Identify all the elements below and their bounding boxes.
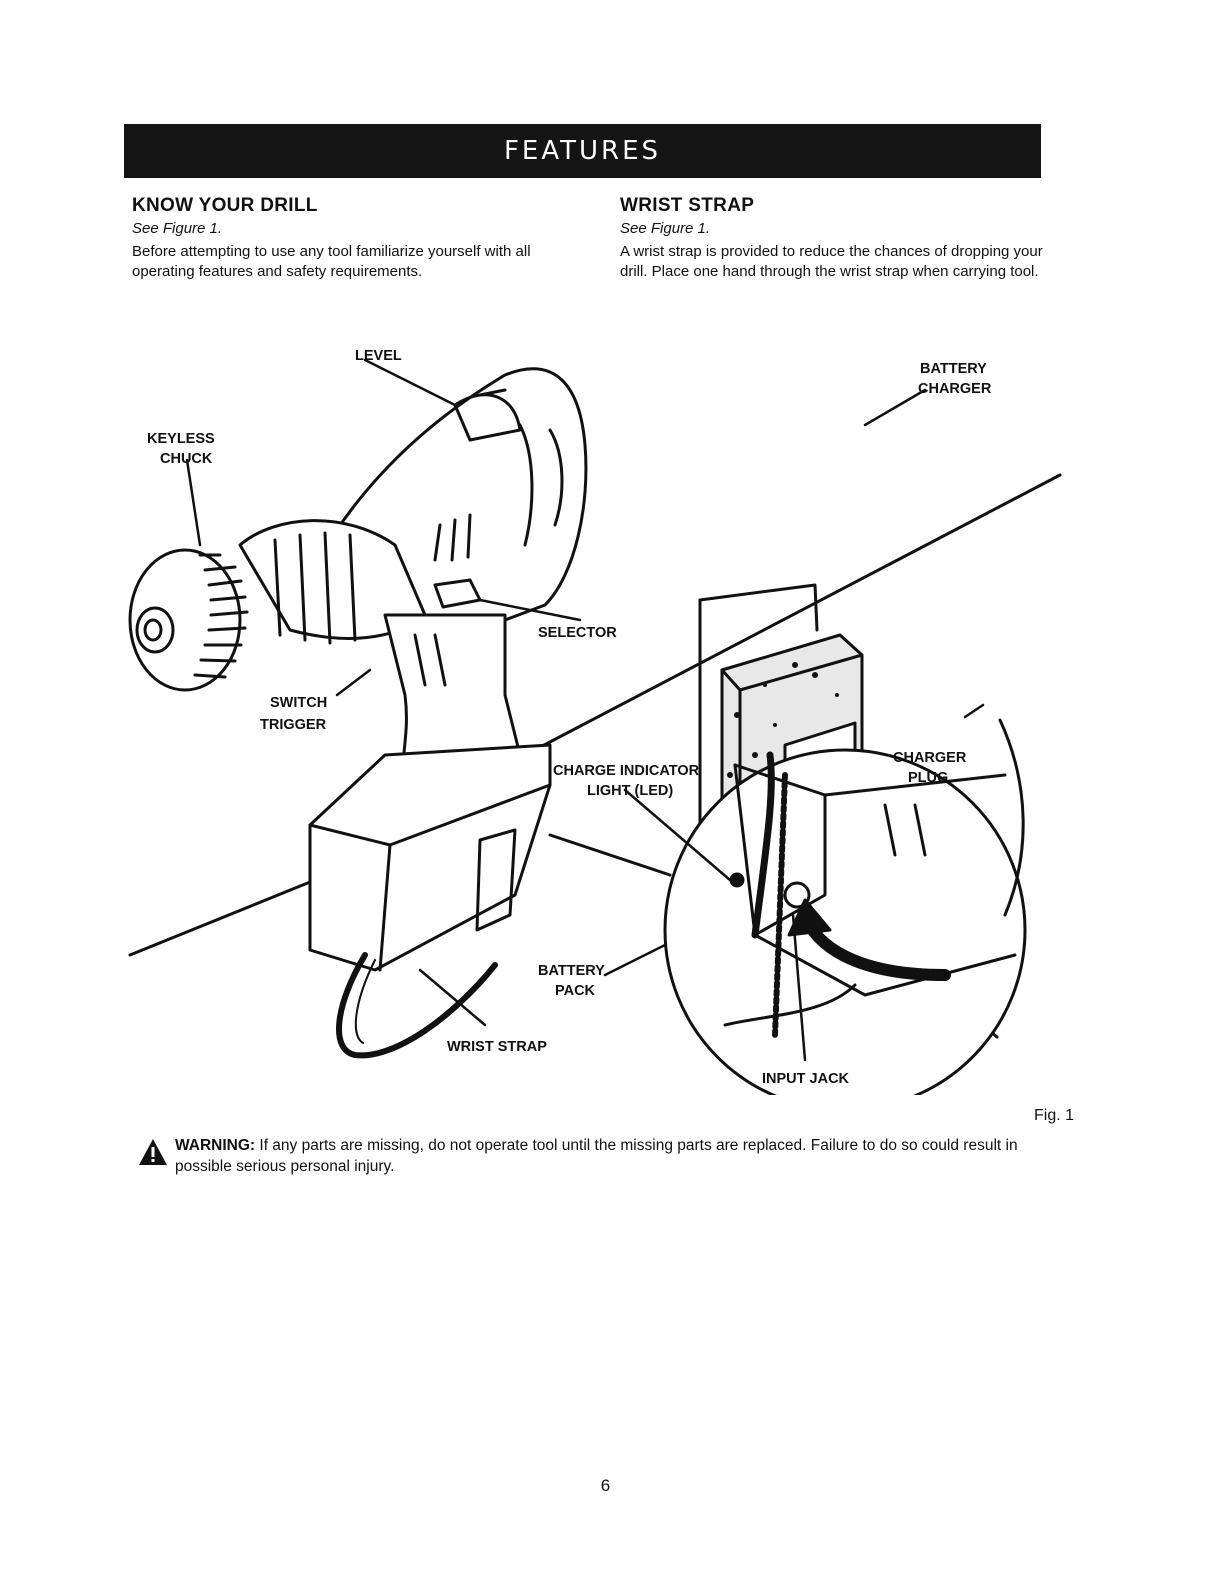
label-charger-plug-2: PLUG — [908, 770, 948, 786]
label-keyless-chuck-2: CHUCK — [160, 451, 213, 467]
wrist-strap-band — [336, 952, 498, 1059]
label-switch-trigger-2: TRIGGER — [260, 717, 327, 733]
warning-block: WARNING: If any parts are missing, do no… — [139, 1135, 1060, 1177]
warning-text: If any parts are missing, do not operate… — [175, 1137, 1018, 1175]
label-input-jack: INPUT JACK — [762, 1071, 850, 1087]
section-banner: FEATURES — [124, 124, 1041, 178]
label-switch-trigger-1: SWITCH — [270, 695, 327, 711]
figure-number: Fig. 1 — [1033, 1107, 1074, 1124]
wrist-strap-body: A wrist strap is provided to reduce the … — [620, 243, 1043, 280]
label-charge-indicator-2: LIGHT (LED) — [587, 783, 673, 799]
label-battery-charger-1: BATTERY — [920, 361, 987, 377]
input-jack-hole — [783, 881, 811, 909]
floor-line-left — [128, 878, 317, 957]
wrist-strap-heading: WRIST STRAP — [620, 195, 755, 216]
page-number: 6 — [600, 1476, 611, 1495]
drill-body — [128, 367, 588, 972]
wrist-strap-figure-ref: See Figure 1. — [620, 220, 711, 237]
drill-illustration: LEVEL KEYLESS CHUCK BATTERY CHARGER SELE… — [128, 348, 1062, 1095]
charge-led-dot — [729, 872, 745, 888]
label-level: LEVEL — [355, 348, 402, 364]
label-keyless-chuck-1: KEYLESS — [147, 431, 215, 447]
know-your-drill-figure-ref: See Figure 1. — [132, 220, 223, 237]
section-title: FEATURES — [503, 136, 662, 166]
warning-icon — [139, 1139, 167, 1165]
know-your-drill-section: KNOW YOUR DRILL See Figure 1. Before att… — [132, 195, 582, 282]
magnifier-circle — [663, 748, 1027, 1095]
wall-line — [523, 473, 1062, 757]
label-charger-plug-1: CHARGER — [893, 750, 967, 766]
label-wrist-strap: WRIST STRAP — [447, 1039, 547, 1055]
label-charge-indicator-1: CHARGE INDICATOR — [553, 763, 700, 779]
label-selector: SELECTOR — [538, 625, 617, 641]
label-battery-pack-2: PACK — [555, 983, 596, 999]
warning-label: WARNING: — [175, 1137, 256, 1154]
wrist-strap-section: WRIST STRAP See Figure 1. A wrist strap … — [620, 195, 1060, 282]
label-battery-charger-2: CHARGER — [918, 381, 992, 397]
know-your-drill-body: Before attempting to use any tool famili… — [132, 243, 531, 280]
drill-figure: LEVEL KEYLESS CHUCK BATTERY CHARGER SELE… — [125, 335, 1080, 1095]
know-your-drill-heading: KNOW YOUR DRILL — [132, 195, 318, 216]
label-battery-pack-1: BATTERY — [538, 963, 605, 979]
